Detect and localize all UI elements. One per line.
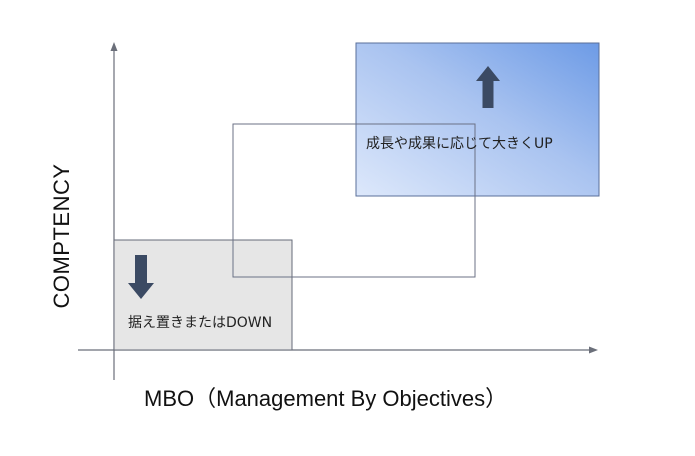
up-box (355, 42, 600, 197)
y-axis-label: COMPTENCY (49, 163, 74, 309)
arrow-down-icon (128, 255, 154, 299)
down-box-label: 据え置きまたはDOWN (128, 315, 273, 331)
x-axis-label: MBO（Management By Objectives） (144, 386, 508, 411)
middle-box (232, 123, 476, 278)
arrow-up-icon (476, 66, 500, 108)
x-axis-arrowhead (589, 346, 598, 354)
y-axis-arrowhead (110, 42, 118, 51)
up-box-label: 成長や成果に応じて大きくUP (366, 136, 553, 152)
